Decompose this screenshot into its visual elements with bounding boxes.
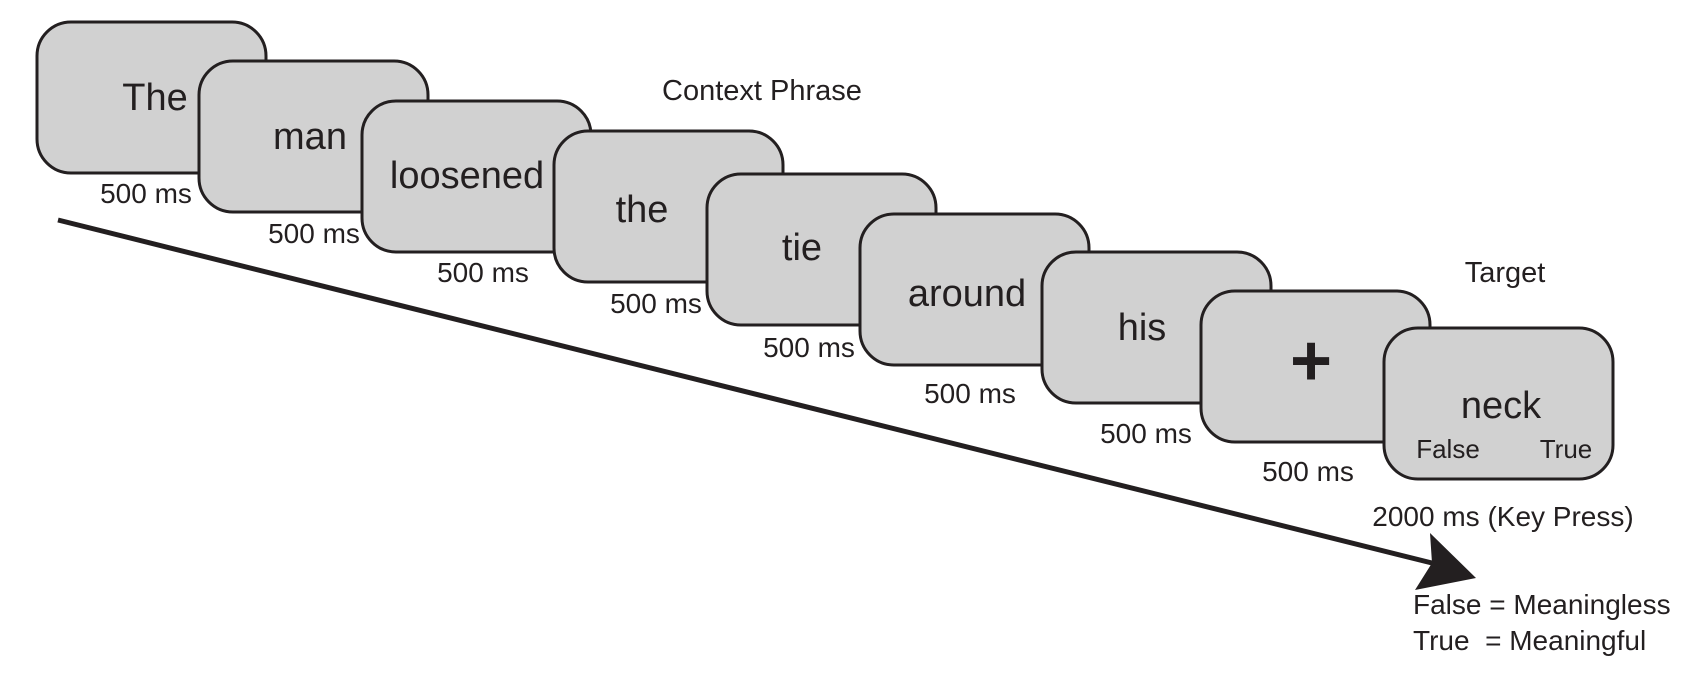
duration-label: 500 ms (1100, 418, 1192, 449)
target-true-label: True (1540, 434, 1593, 464)
screen-word: his (1118, 307, 1167, 349)
duration-label: 500 ms (437, 257, 529, 288)
screen-word: man (273, 116, 347, 158)
fixation-cross: + (1290, 321, 1332, 401)
target-word: neck (1461, 385, 1542, 427)
target-false-label: False (1416, 434, 1480, 464)
legend-false-line: False = Meaningless (1413, 589, 1671, 620)
duration-label: 500 ms (763, 332, 855, 363)
duration-label: 500 ms (924, 378, 1016, 409)
screen-word: around (908, 273, 1026, 315)
screen-fixation: + (1199, 289, 1432, 444)
screen-word: tie (782, 227, 822, 269)
target-duration-label: 2000 ms (Key Press) (1372, 501, 1633, 532)
duration-label: 500 ms (610, 288, 702, 319)
screen-around: around (858, 212, 1091, 367)
context-phrase-label: Context Phrase (662, 75, 862, 107)
time-arrow (57, 217, 1476, 590)
screen-word: loosened (390, 155, 544, 197)
duration-label: 500 ms (1262, 456, 1354, 487)
screen-target: neck False True (1382, 326, 1615, 481)
screen-word: The (122, 77, 187, 119)
duration-label: 500 ms (100, 178, 192, 209)
time-arrow-line (57, 217, 1441, 568)
screen-loosened: loosened (360, 99, 593, 254)
legend-true-line: True = Meaningful (1413, 625, 1646, 656)
screen-word: the (616, 189, 669, 231)
target-label: Target (1465, 257, 1546, 289)
duration-label: 500 ms (268, 218, 360, 249)
arrowhead-icon (1415, 533, 1476, 590)
